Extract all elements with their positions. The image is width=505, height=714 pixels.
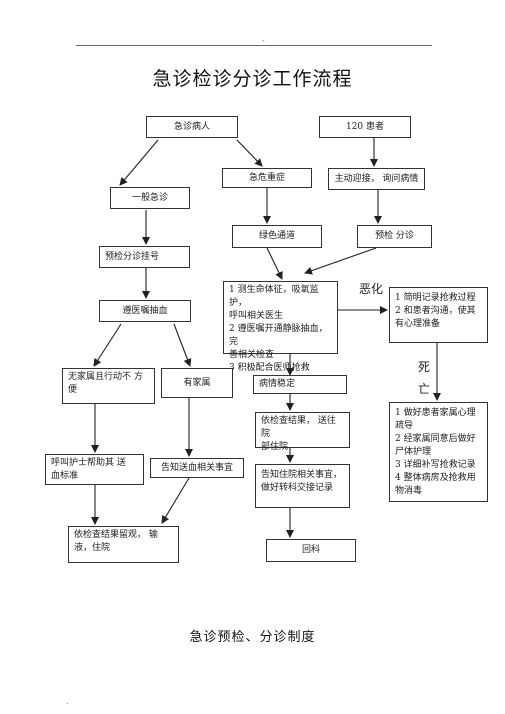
node-call-nurse: 呼叫护士帮助其 送 血标准	[45, 454, 144, 485]
node-per-results: 依检查结果留观， 输 液，住院	[68, 526, 179, 563]
node-doctor-order-blood: 遵医嘱抽血	[99, 300, 191, 322]
arrow-patient-to-critical	[236, 139, 263, 167]
footer-title: 急诊预检、分诊制度	[189, 630, 316, 645]
node-rescue-steps: 1 测生命体征，吸氧监护， 呼叫相关医生 2 遵医嘱开通静脉抽血， 完 善相关检…	[223, 281, 338, 373]
node-deterioration-steps: 1 简明记录抢救过程 2 和患者沟通，使其 有心理准备	[389, 287, 488, 343]
arrow-blood-to-nofamily	[93, 323, 122, 367]
node-triage-register: 预检分诊挂号	[99, 246, 190, 268]
node-patient-120: 120 患者	[319, 116, 411, 138]
death-line-5: 3 详细补写抢救记录	[395, 460, 476, 470]
header-mark: -	[262, 36, 265, 45]
node-no-family: 无家属且行动不 方 便	[62, 368, 155, 404]
death-line-1: 1 做好患者家属心理	[395, 408, 476, 418]
rescue-line-4: 善相关检查	[229, 350, 275, 360]
death-line-6: 4 整体病房及抢救用	[395, 473, 476, 483]
death-line-4: 尸体护理	[395, 447, 432, 457]
hospital-line-1: 告知住院相关事宜，	[261, 470, 343, 480]
rescue-line-3: 2 遵医嘱开通静脉抽血， 完	[229, 324, 328, 347]
node-death-steps: 1 做好患者家属心理 疏导 2 经家属同意后做好 尸体护理 3 详细补写抢救记录…	[389, 402, 488, 502]
arrow-patient-to-general	[119, 139, 159, 186]
check-line-1: 依检查结果， 送往院	[261, 416, 336, 439]
rescue-line-1: 1 测生命体征，吸氧监护，	[229, 285, 319, 308]
node-general-emergency: 一般急诊	[110, 187, 190, 209]
arrow-pretriage-to-rescue	[304, 247, 377, 275]
deteriorate-line-3: 有心理准备	[395, 319, 441, 329]
node-notify-family: 告知送血相关事宜	[150, 458, 244, 478]
node-notify-hospital: 告知住院相关事宜， 做好转科交接记录	[255, 464, 350, 508]
perresults-line-1: 依检查结果留观， 输	[74, 530, 158, 540]
label-death: 死 亡	[418, 360, 431, 396]
hospital-line-2: 做好转科交接记录	[261, 483, 334, 493]
node-return-dept: 回科	[266, 539, 356, 562]
death-line-3: 2 经家属同意后做好	[395, 434, 476, 444]
node-check-results: 依检查结果， 送往院 部住院	[255, 412, 350, 452]
arrow-blood-to-family	[173, 323, 192, 367]
nofamily-line-1: 无家属且行动不 方	[68, 372, 143, 382]
node-stable: 病情稳定	[253, 375, 347, 394]
node-active-meet: 主动迎接， 询问病情	[328, 168, 425, 190]
check-line-2: 部住院	[261, 442, 289, 452]
rescue-line-5: 3 积极配合医师抢救	[229, 363, 310, 373]
death-line-7: 物消毒	[395, 486, 423, 496]
node-emergency-patient: 急诊病人	[146, 116, 238, 138]
node-pre-triage: 预检 分诊	[357, 225, 432, 248]
rescue-line-2: 呼叫相关医生	[229, 311, 284, 321]
deteriorate-line-1: 1 简明记录抢救过程	[395, 293, 476, 303]
arrow-green-to-rescue	[266, 247, 283, 280]
header-rule	[76, 45, 432, 46]
node-green-channel: 绿色通道	[232, 225, 322, 248]
bottom-mark: .	[66, 697, 69, 706]
page-title: 急诊检诊分诊工作流程	[152, 68, 353, 90]
node-has-family: 有家属	[161, 368, 233, 398]
arrow-notify-to-results	[161, 477, 190, 524]
deteriorate-line-2: 2 和患者沟通，使其	[395, 306, 476, 316]
nurse-line-1: 呼叫护士帮助其 送	[51, 458, 126, 468]
nofamily-line-2: 便	[68, 385, 78, 395]
label-deteriorate: 恶化	[359, 282, 384, 296]
death-line-2: 疏导	[395, 421, 414, 431]
nurse-line-2: 血标准	[51, 471, 79, 481]
perresults-line-2: 液，住院	[74, 543, 111, 553]
node-critical: 急危重症	[222, 168, 312, 188]
